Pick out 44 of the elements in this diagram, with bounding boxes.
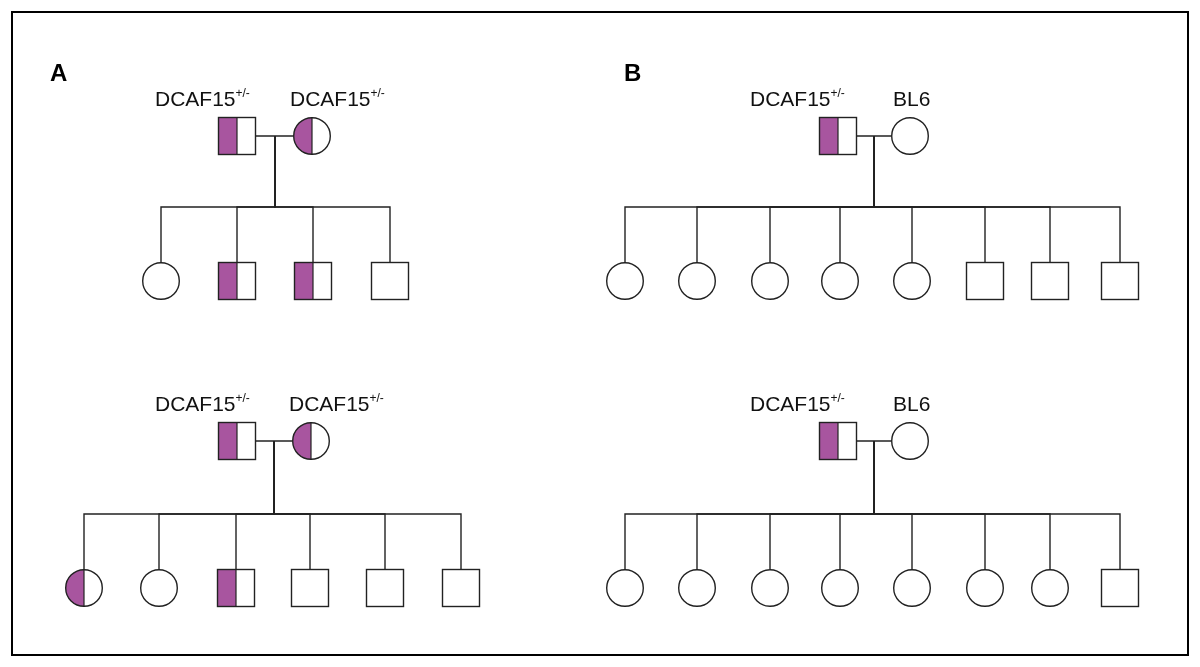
circle-symbol (821, 569, 859, 607)
circle-symbol (678, 569, 716, 607)
circle-symbol (893, 262, 931, 300)
square-symbol (1101, 569, 1139, 607)
square-symbol (1031, 262, 1069, 300)
circle-symbol (140, 569, 178, 607)
circle-symbol (751, 569, 789, 607)
descent-line (873, 440, 1121, 570)
circle-symbol (751, 262, 789, 300)
genotype-label: DCAF15$^{+/-}$ (750, 87, 845, 111)
circle-symbol (606, 569, 644, 607)
mating-line (255, 440, 293, 442)
half-filled-circle-symbol (65, 569, 103, 607)
descent-line (274, 135, 391, 263)
genotype-label: BL6 (893, 87, 931, 111)
descent-line (273, 440, 462, 570)
circle-symbol (893, 569, 931, 607)
square-symbol (371, 262, 409, 300)
half-filled-square-symbol (217, 569, 255, 607)
genotype-label: DCAF15$^{+/-}$ (155, 87, 250, 111)
genotype-label: DCAF15$^{+/-}$ (155, 392, 250, 416)
genotype-label: DCAF15$^{+/-}$ (750, 392, 845, 416)
square-symbol (366, 569, 404, 607)
genotype-label: DCAF15$^{+/-}$ (289, 392, 384, 416)
panel-letter: B (624, 60, 642, 86)
mating-line (255, 135, 294, 137)
descent-line (873, 135, 1121, 263)
genotype-label: DCAF15$^{+/-}$ (290, 87, 385, 111)
circle-symbol (142, 262, 180, 300)
panel-letter: A (50, 60, 68, 86)
square-symbol (442, 569, 480, 607)
circle-symbol (966, 569, 1004, 607)
mating-line (856, 135, 892, 137)
circle-symbol (606, 262, 644, 300)
circle-symbol (678, 262, 716, 300)
mating-line (856, 440, 892, 442)
circle-symbol (821, 262, 859, 300)
half-filled-square-symbol (294, 262, 332, 300)
square-symbol (966, 262, 1004, 300)
square-symbol (1101, 262, 1139, 300)
genotype-label: BL6 (893, 392, 931, 416)
circle-symbol (1031, 569, 1069, 607)
square-symbol (291, 569, 329, 607)
half-filled-square-symbol (218, 262, 256, 300)
